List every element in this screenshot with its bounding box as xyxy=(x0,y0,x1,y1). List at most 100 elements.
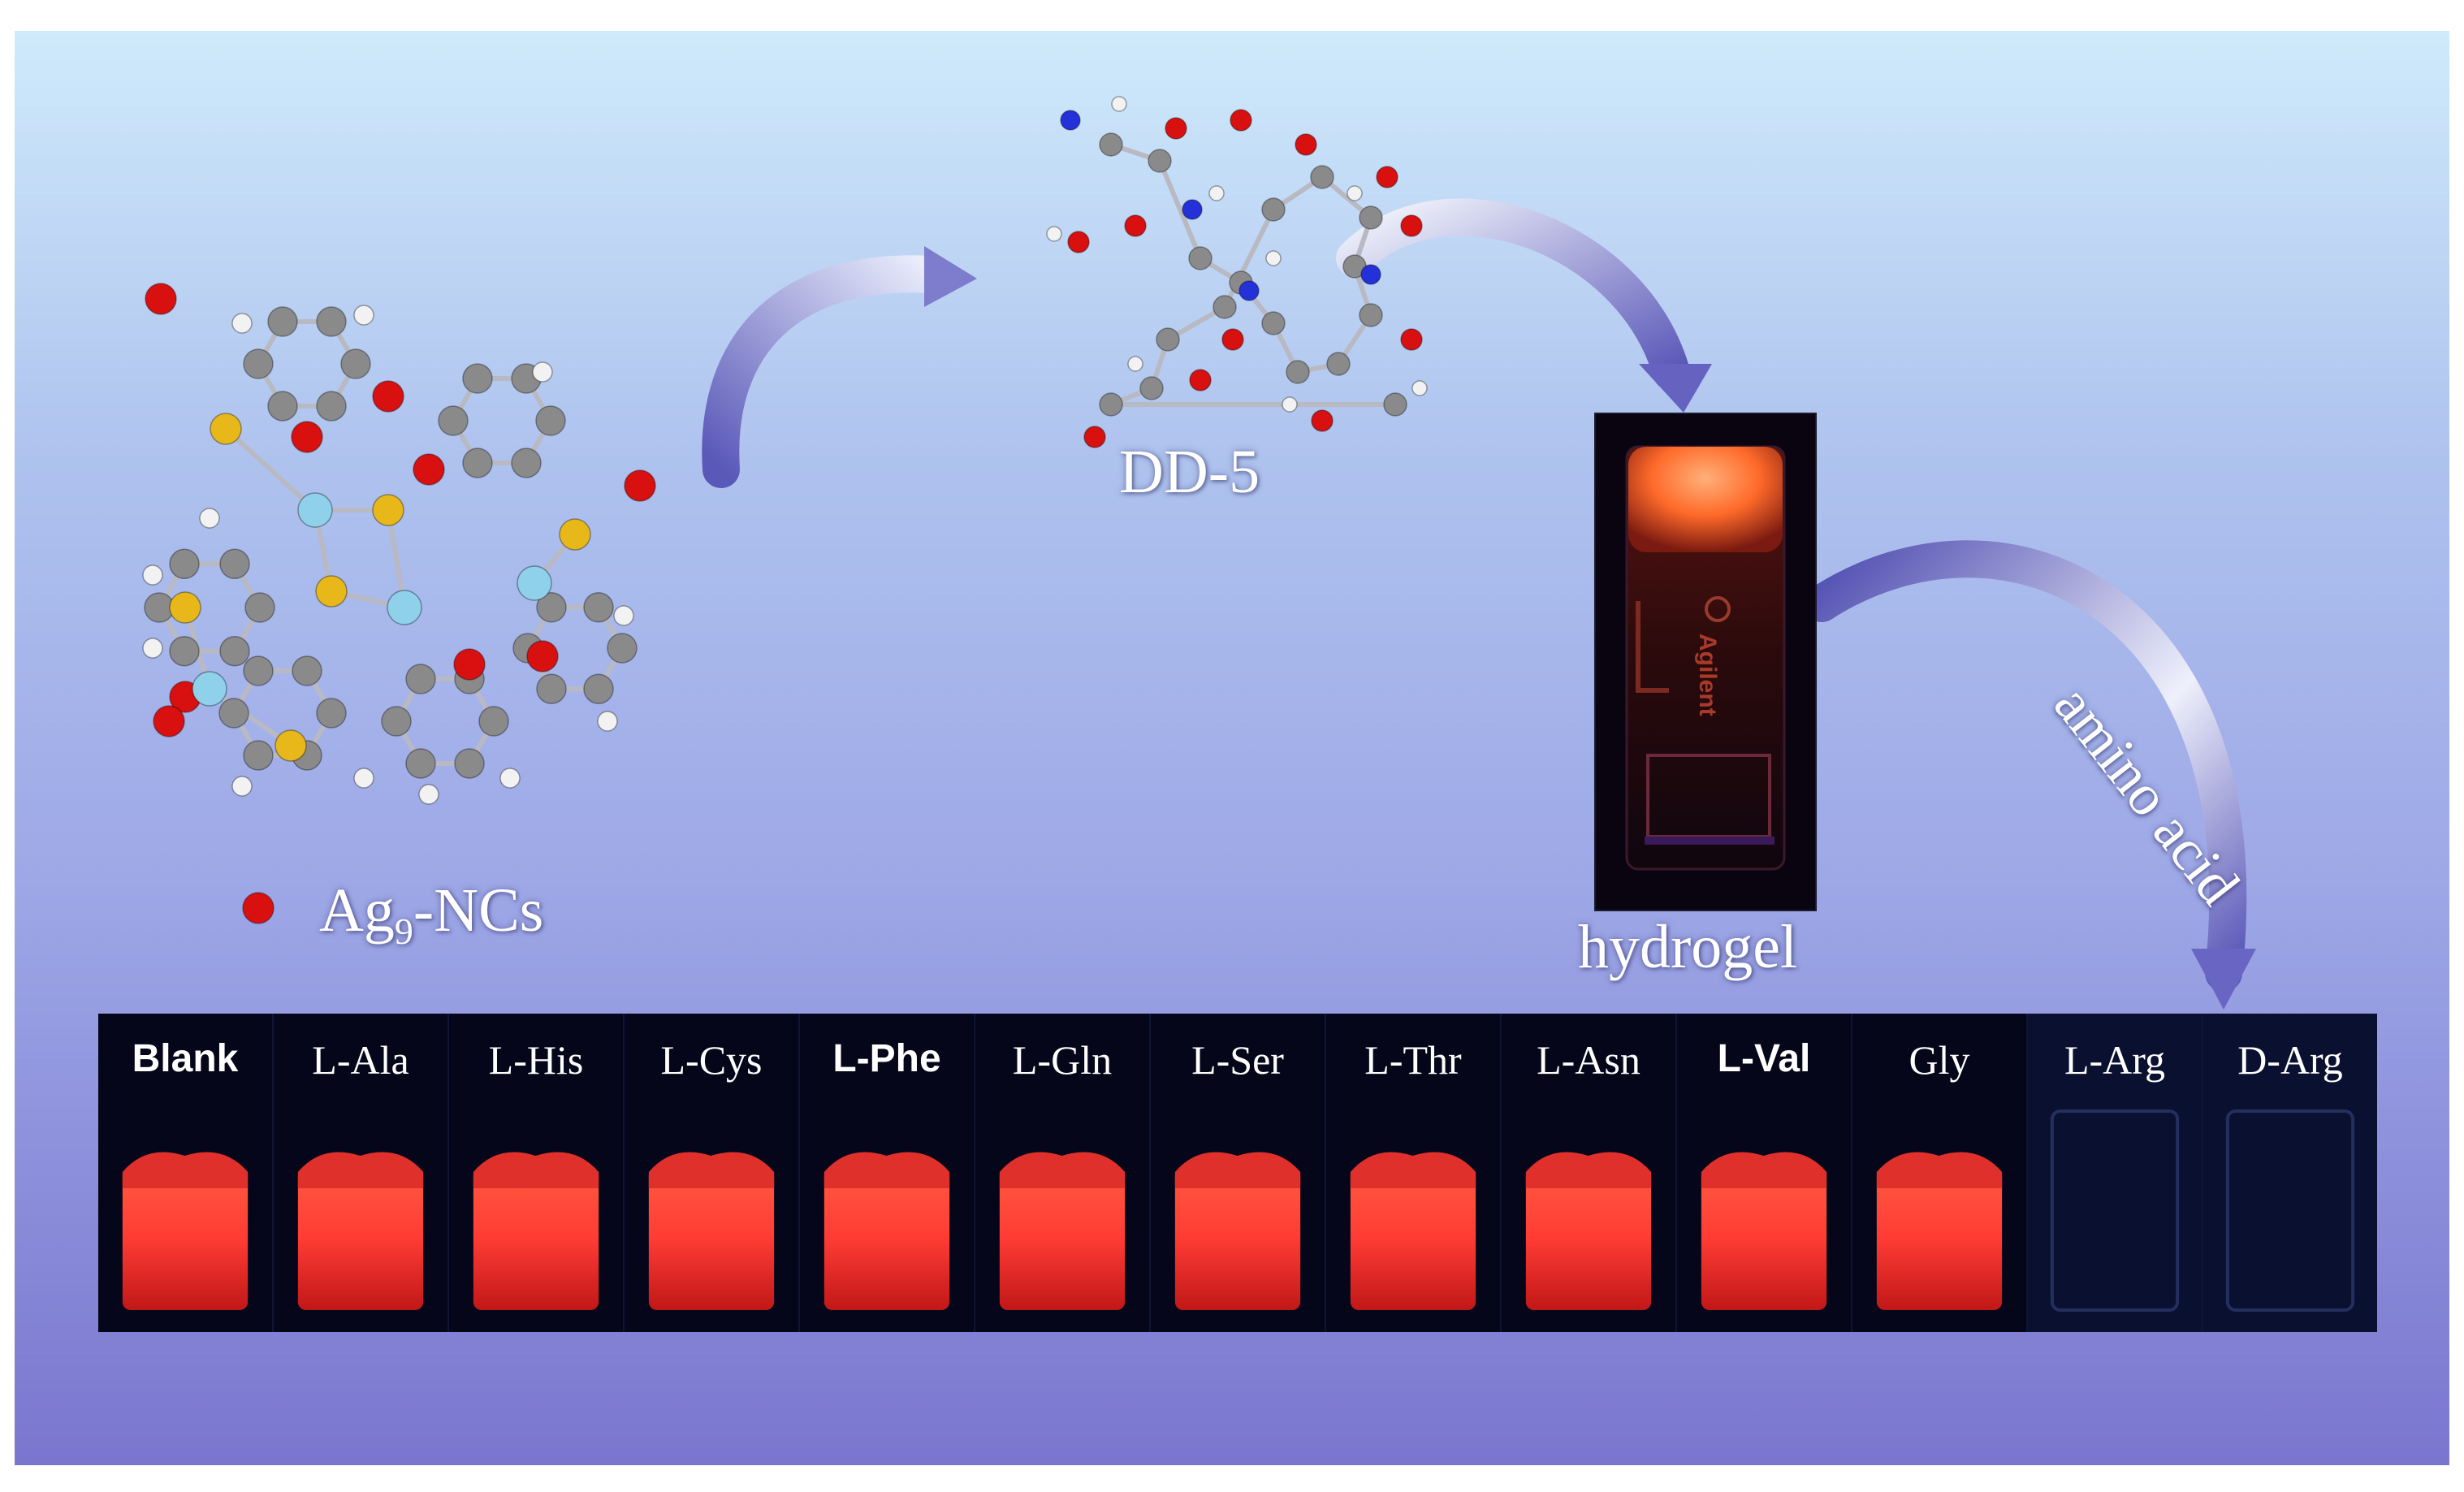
hydrogen-atom xyxy=(613,605,634,626)
sample-vial-blank: Blank xyxy=(98,1014,274,1332)
hydrogen-atom xyxy=(199,508,220,529)
carbon-atom xyxy=(381,706,412,737)
vial-drawing xyxy=(1525,1152,1652,1310)
sample-label: L-Phe xyxy=(832,1037,941,1080)
carbon-atom xyxy=(243,740,274,771)
hydrogen-atom xyxy=(142,564,163,586)
gel-surface xyxy=(297,1152,424,1188)
oxygen-atom xyxy=(242,892,274,924)
carbon-atom xyxy=(169,635,200,667)
glowing-gel xyxy=(823,1168,950,1310)
hydrogen-atom xyxy=(418,784,439,805)
silver-atom xyxy=(387,590,422,625)
hydrogen-atom xyxy=(1208,185,1225,201)
vial-drawing xyxy=(2225,1109,2355,1312)
silver-atom xyxy=(517,565,552,601)
glowing-gel xyxy=(473,1168,599,1310)
ag9-ncs-label: Ag9-NCs xyxy=(319,876,543,953)
carbon-atom xyxy=(340,348,371,379)
carbon-atom xyxy=(583,592,614,623)
sample-label: L-Thr xyxy=(1364,1037,1462,1083)
carbon-atom xyxy=(169,548,200,580)
carbon-atom xyxy=(1156,327,1180,352)
empty-vial-outline xyxy=(2225,1109,2355,1312)
ag9-label-subscript: 9 xyxy=(394,910,413,953)
silver-atom xyxy=(192,671,227,707)
sample-vial-gly: Gly xyxy=(1852,1014,2028,1332)
carbon-atom xyxy=(1213,295,1237,319)
gel-surface xyxy=(823,1152,950,1188)
carbon-atom xyxy=(316,698,347,729)
oxygen-atom xyxy=(1165,117,1187,140)
bond xyxy=(1222,208,1276,309)
sulfur-atom xyxy=(372,494,404,526)
carbon-atom xyxy=(1359,303,1383,327)
sample-label: L-Ala xyxy=(312,1037,409,1083)
vial-drawing xyxy=(1876,1152,2003,1310)
vial-drawing xyxy=(297,1152,424,1310)
glowing-gel xyxy=(999,1168,1126,1310)
hydrogen-atom xyxy=(1347,185,1363,201)
sample-vial-l-gln: L-Gln xyxy=(975,1014,1151,1332)
sulfur-atom xyxy=(169,591,201,624)
hydrogen-atom xyxy=(353,305,374,326)
sample-vial-l-his: L-His xyxy=(449,1014,625,1332)
carbon-atom xyxy=(1383,392,1407,417)
empty-vial-outline xyxy=(2050,1109,2180,1312)
carbon-atom xyxy=(243,655,274,686)
carbon-atom xyxy=(1099,132,1123,157)
dd5-molecule-structure xyxy=(1046,96,1428,448)
carbon-atom xyxy=(462,363,493,394)
oxygen-atom xyxy=(1230,109,1252,132)
carbon-atom xyxy=(1326,352,1351,376)
ag9-label-suffix: -NCs xyxy=(413,876,544,945)
vial-drawing xyxy=(1350,1152,1476,1310)
sample-vial-d-arg: D-Arg xyxy=(2203,1014,2377,1332)
hydrogen-atom xyxy=(597,711,618,732)
carbon-atom xyxy=(536,673,567,704)
glowing-gel xyxy=(648,1168,775,1310)
carbon-atom xyxy=(316,306,347,337)
carbon-atom xyxy=(536,592,567,623)
carbon-atom xyxy=(1099,392,1123,417)
carbon-atom xyxy=(219,548,250,580)
sulfur-atom xyxy=(210,413,242,445)
vial-drawing xyxy=(1701,1152,1827,1310)
vial-drawing xyxy=(999,1152,1126,1310)
oxygen-atom xyxy=(1189,369,1212,391)
glowing-gel xyxy=(1350,1168,1476,1310)
glowing-gel xyxy=(1701,1168,1827,1310)
sample-vial-l-val: L-Val xyxy=(1677,1014,1852,1332)
carbon-atom xyxy=(511,448,542,478)
carbon-atom xyxy=(1188,246,1213,270)
gel-surface xyxy=(1701,1152,1827,1188)
carbon-atom xyxy=(438,405,469,436)
ag9-cluster-structure xyxy=(142,283,656,924)
gel-surface xyxy=(473,1152,599,1188)
sample-vial-l-arg: L-Arg xyxy=(2028,1014,2203,1332)
nitrogen-atom xyxy=(1060,110,1081,131)
gel-surface xyxy=(1350,1152,1476,1188)
sample-label: L-Cys xyxy=(660,1037,763,1083)
arrow-hydrogel-to-samples xyxy=(1803,540,2256,1010)
sample-vial-l-thr: L-Thr xyxy=(1326,1014,1502,1332)
carbon-atom xyxy=(607,633,638,664)
sulfur-atom xyxy=(274,729,307,762)
vial-drawing xyxy=(473,1152,599,1310)
sample-label: L-Ser xyxy=(1191,1037,1284,1083)
vial-drawing xyxy=(2050,1109,2180,1312)
ag9-label-base: Ag xyxy=(319,876,395,945)
carbon-atom xyxy=(1286,360,1310,384)
sample-vial-l-ala: L-Ala xyxy=(274,1014,449,1332)
hydrogen-atom xyxy=(532,361,553,383)
nitrogen-atom xyxy=(1360,264,1381,285)
carbon-atom xyxy=(1139,376,1164,400)
hydrogen-atom xyxy=(231,776,253,797)
gel-surface xyxy=(999,1152,1126,1188)
hydrogen-atom xyxy=(1411,380,1428,396)
hydrogen-atom xyxy=(142,638,163,659)
gel-surface xyxy=(1525,1152,1652,1188)
arrow-dd5-to-hydrogel xyxy=(1336,198,1712,413)
oxygen-atom xyxy=(624,469,656,502)
figure-canvas: Ag9-NCs DD-5 Agilent xyxy=(15,31,2449,1465)
